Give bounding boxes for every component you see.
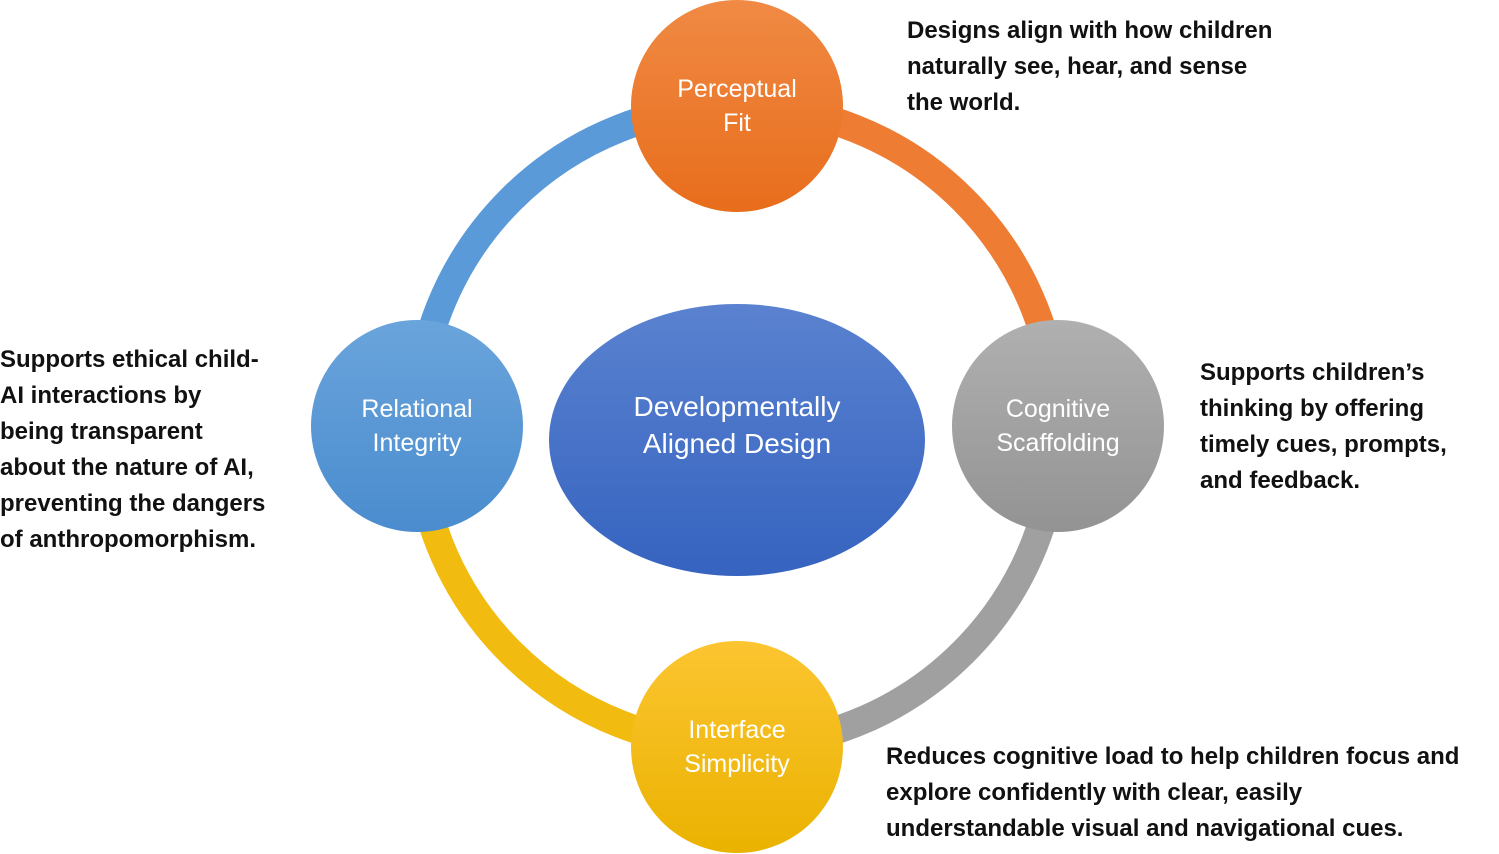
- perceptual-fit-label-line-1: Perceptual: [677, 75, 797, 103]
- perceptual-fit-label-line-2: Fit: [723, 109, 751, 137]
- cognitive-scaffolding-label-line-2: Scaffolding: [996, 429, 1119, 457]
- node-perceptual-fit: Perceptual Fit: [631, 0, 843, 212]
- center-label-line-2: Aligned Design: [643, 428, 831, 459]
- cognitive-scaffolding-description: Supports children’s thinking by offering…: [1200, 359, 1447, 494]
- relational-integrity-circle: [311, 320, 523, 532]
- relational-integrity-description: Supports ethical child- AI interactions …: [0, 346, 266, 553]
- center-label-line-1: Developmentally: [634, 391, 841, 422]
- relational-integrity-label-line-2: Integrity: [373, 429, 462, 457]
- relational-integrity-label-line-1: Relational: [361, 395, 472, 423]
- interface-simplicity-circle: [631, 641, 843, 853]
- node-interface-simplicity: Interface Simplicity: [631, 641, 843, 853]
- node-cognitive-scaffolding: Cognitive Scaffolding: [952, 320, 1164, 532]
- interface-simplicity-label-line-2: Simplicity: [684, 750, 790, 778]
- interface-simplicity-description: Reduces cognitive load to help children …: [886, 743, 1460, 842]
- cognitive-scaffolding-label-line-1: Cognitive: [1006, 395, 1110, 423]
- cognitive-scaffolding-circle: [952, 320, 1164, 532]
- perceptual-fit-description: Designs align with how children naturall…: [907, 17, 1273, 116]
- node-relational-integrity: Relational Integrity: [311, 320, 523, 532]
- center-ellipse: [549, 304, 925, 576]
- center-node: Developmentally Aligned Design: [549, 304, 925, 576]
- perceptual-fit-circle: [631, 0, 843, 212]
- interface-simplicity-label-line-1: Interface: [688, 716, 785, 744]
